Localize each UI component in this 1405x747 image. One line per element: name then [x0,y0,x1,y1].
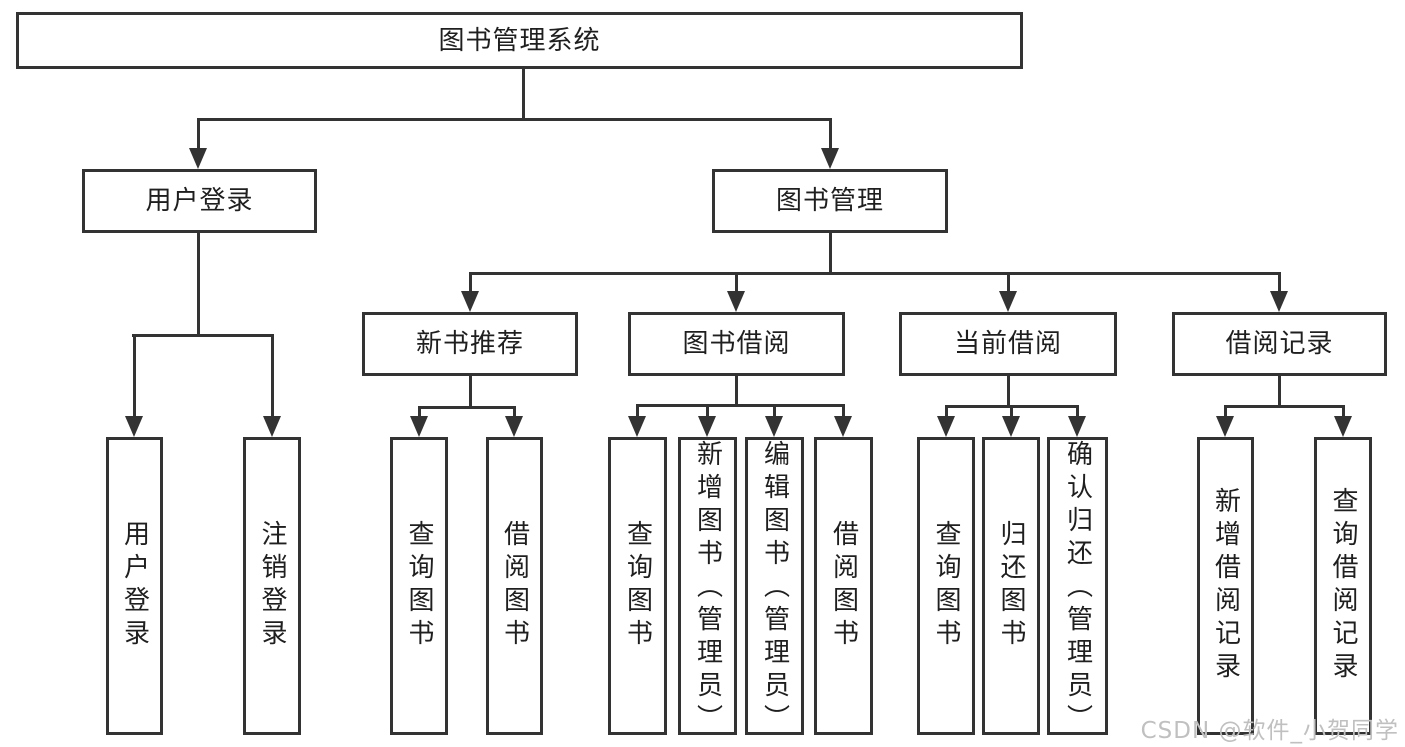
connector-arrowhead [1334,416,1352,437]
leaf-logout: 注销登录 [243,437,301,735]
connector-line [773,404,776,418]
node-label: 新书推荐 [415,329,524,359]
leaf-borrow-books-2: 借阅图书 [814,437,873,735]
leaf-add-books-admin: 新增图书（管理员） [678,437,737,737]
node-label: 查询图书 [931,520,961,652]
connector-line [735,376,738,407]
connector-arrowhead [1002,416,1020,437]
connector-arrowhead [125,416,143,437]
leaf-confirm-return-admin: 确认归还（管理员） [1047,437,1108,737]
connector-line [133,334,136,418]
connector-line [1224,405,1227,418]
connector-line [1076,405,1079,418]
node-label: 新增图书（管理员） [692,440,723,737]
leaf-query-borrow-record: 查询借阅记录 [1314,437,1372,735]
leaf-borrow-books-1: 借阅图书 [486,437,543,735]
node-label: 借阅记录 [1225,329,1334,359]
node-user-login: 用户登录 [82,169,317,233]
node-label: 查询借阅记录 [1328,487,1358,685]
connector-arrowhead [698,416,716,437]
connector-arrowhead [263,416,281,437]
connector-line [1342,405,1345,418]
connector-line [1010,405,1013,418]
connector-arrowhead [505,416,523,437]
node-label: 图书借阅 [682,329,791,359]
connector-arrowhead [1270,291,1288,312]
connector-arrowhead [189,148,207,169]
connector-line [636,404,639,418]
watermark: CSDN @软件_小贺同学 [1140,718,1399,744]
connector-line [1278,272,1281,294]
node-current-borrowing: 当前借阅 [899,312,1117,376]
node-book-borrowing: 图书借阅 [628,312,845,376]
node-library-management-system: 图书管理系统 [16,12,1023,69]
node-label: 借阅图书 [828,520,859,652]
node-new-book-recommendation: 新书推荐 [362,312,578,376]
node-label: 新增借阅记录 [1210,487,1241,685]
connector-arrowhead [1216,416,1234,437]
connector-arrowhead [1068,416,1086,437]
connector-arrowhead [765,416,783,437]
connector-line [735,272,738,294]
connector-arrowhead [410,416,428,437]
node-label: 当前借阅 [953,329,1062,359]
node-book-management: 图书管理 [712,169,948,233]
connector-arrowhead [821,148,839,169]
connector-line [418,406,421,418]
connector-line [132,334,273,337]
node-label: 确认归还（管理员） [1062,440,1093,737]
leaf-user-login: 用户登录 [106,437,163,735]
connector-line [829,118,832,152]
connector-arrowhead [999,291,1017,312]
connector-line [469,272,472,294]
connector-line [1007,272,1010,294]
connector-line [197,118,200,152]
connector-arrowhead [937,416,955,437]
node-label: 用户登录 [145,186,254,216]
node-label: 编辑图书（管理员） [759,440,790,737]
leaf-return-books: 归还图书 [982,437,1040,735]
leaf-query-books-2: 查询图书 [608,437,667,735]
node-label: 注销登录 [257,520,287,652]
connector-arrowhead [727,291,745,312]
node-label: 查询图书 [622,520,653,652]
connector-line [636,404,844,407]
connector-arrowhead [834,416,852,437]
node-label: 用户登录 [119,520,150,652]
leaf-add-borrow-record: 新增借阅记录 [1197,437,1254,735]
connector-line [1007,376,1010,408]
connector-line [945,405,948,418]
connector-line [469,376,472,409]
connector-line [418,406,516,409]
connector-line [1278,376,1281,408]
node-label: 借阅图书 [499,520,530,652]
connector-arrowhead [628,416,646,437]
connector-line [271,334,274,418]
connector-line [469,272,1281,275]
node-borrowing-records: 借阅记录 [1172,312,1387,376]
leaf-query-books-1: 查询图书 [390,437,448,735]
connector-line [1224,405,1344,408]
node-label: 查询图书 [404,520,434,652]
connector-line [522,69,525,120]
connector-line [513,406,516,418]
leaf-edit-books-admin: 编辑图书（管理员） [745,437,804,737]
connector-line [706,404,709,418]
connector-line [197,233,200,336]
connector-line [197,118,832,121]
connector-line [842,404,845,418]
node-label: 图书管理 [775,186,884,216]
connector-line [829,233,832,275]
node-label: 归还图书 [996,520,1026,652]
connector-arrowhead [461,291,479,312]
leaf-query-books-3: 查询图书 [917,437,975,735]
node-label: 图书管理系统 [438,25,601,56]
